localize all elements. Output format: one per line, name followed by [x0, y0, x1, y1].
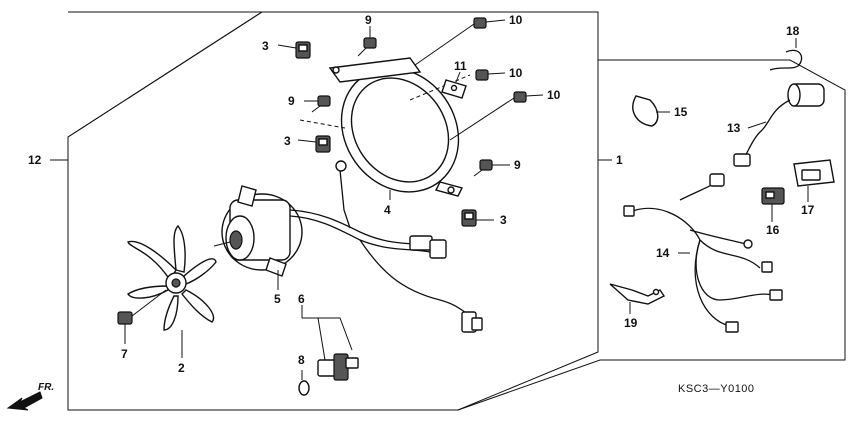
fan-shroud-4: [328, 57, 464, 197]
fan-blade-2: [127, 224, 217, 331]
callout-3-top: 3: [262, 39, 269, 53]
coupler-16: [761, 187, 785, 205]
callout-3-bottom: 3: [500, 213, 507, 227]
fan-motor-5: [213, 185, 303, 277]
callout-9-left: 9: [288, 94, 295, 108]
clip-3-middle: [315, 135, 331, 153]
harness-stay-19: [609, 283, 666, 305]
ground-terminal: [335, 160, 347, 172]
callout-11: 11: [454, 59, 467, 73]
thermo-switch-6: [317, 353, 359, 381]
callout-16: 16: [766, 223, 780, 237]
diagram-code: KSC3—Y0100: [678, 383, 755, 395]
callout-4: 4: [384, 203, 391, 217]
bolt-9-right: [473, 159, 493, 177]
callout-8: 8: [298, 353, 305, 367]
callout-2: 2: [178, 361, 185, 375]
callout-9-top: 9: [365, 13, 372, 27]
callout-17: 17: [801, 203, 815, 217]
harness-outline-1: [457, 59, 846, 411]
wire-harness-14: [623, 173, 783, 333]
o-ring-8: [298, 380, 310, 396]
nut-10-top: [473, 17, 487, 29]
front-direction-label: FR.: [38, 382, 54, 393]
callout-9-right: 9: [514, 158, 521, 172]
wire-clip-18: [769, 49, 803, 71]
assembly-frame-left: [67, 11, 263, 138]
bolt-9-top: [357, 37, 377, 57]
callout-15: 15: [674, 105, 688, 119]
callout-3-middle: 3: [284, 134, 291, 148]
callout-7: 7: [121, 347, 128, 361]
callout-10-top: 10: [509, 13, 523, 27]
front-direction-arrow-icon: [6, 391, 43, 411]
callout-19: 19: [624, 316, 638, 330]
callout-13: 13: [727, 121, 741, 135]
clip-3-top: [295, 41, 311, 59]
callout-14: 14: [656, 246, 670, 260]
callout-10-middle: 10: [509, 66, 523, 80]
callout-6: 6: [298, 292, 305, 306]
band-clamp-15: [632, 95, 659, 127]
callout-5: 5: [274, 292, 281, 306]
nut-10-middle: [475, 69, 489, 81]
clip-3-bottom: [461, 209, 477, 227]
callout-12: 12: [28, 153, 42, 167]
sensor-connector: [461, 311, 483, 333]
motor-connector: [409, 235, 447, 259]
callout-18: 18: [786, 24, 800, 38]
nut-10-right: [513, 91, 527, 103]
bracket-11: [441, 79, 467, 99]
callout-1: 1: [616, 153, 623, 167]
callout-10-right: 10: [547, 88, 561, 102]
relay-13: [733, 83, 825, 167]
coupler-cover-17: [793, 159, 835, 187]
bolt-9-left: [311, 95, 331, 113]
